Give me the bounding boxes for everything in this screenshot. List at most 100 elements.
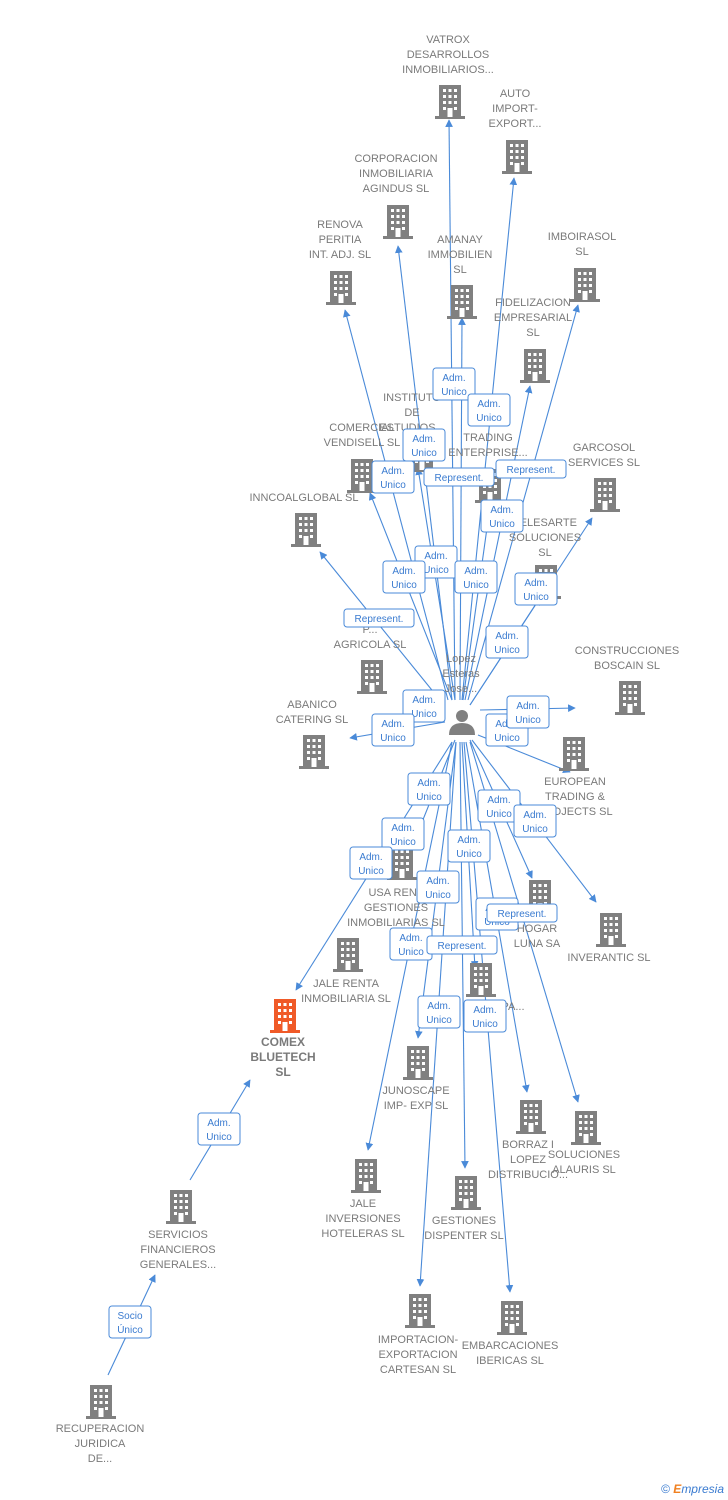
- badge-label: Adm.: [473, 1005, 496, 1016]
- company-node-comercial[interactable]: COMERCIAL VENDISELL SL: [324, 422, 401, 493]
- badge-label: Adm.: [359, 852, 382, 863]
- relation-badge[interactable]: Adm.Unico: [432, 367, 476, 401]
- relation-badge[interactable]: Adm.Unico: [514, 572, 558, 606]
- footer-brand: © Empresia: [661, 1482, 724, 1496]
- building-icon: [615, 681, 645, 715]
- relation-badge[interactable]: Represent.: [495, 459, 567, 479]
- company-label: INMOBILIARIAS SL: [347, 917, 445, 929]
- building-icon: [497, 1301, 527, 1335]
- building-icon: [590, 478, 620, 512]
- badge-label: Adm.: [392, 566, 415, 577]
- company-label: INVERSIONES: [325, 1213, 400, 1225]
- company-node-inncoalglobal[interactable]: INNCOALGLOBAL SL: [249, 492, 359, 547]
- company-label: SL: [453, 264, 466, 276]
- company-label: VENDISELL SL: [324, 437, 401, 449]
- relation-edge: [415, 467, 456, 701]
- relation-badge[interactable]: Represent.: [486, 903, 558, 923]
- person-node[interactable]: LopezEsterasJose...: [442, 653, 480, 735]
- badge-label: Unico: [206, 1132, 232, 1143]
- relation-badge[interactable]: Adm.Unico: [477, 789, 521, 823]
- badge-label: Unico: [411, 709, 437, 720]
- badge-label: Adm.: [442, 373, 465, 384]
- company-node-vatrox[interactable]: VATROXDESARROLLOSINMOBILIARIOS...: [402, 34, 494, 119]
- company-node-servicios[interactable]: SERVICIOSFINANCIEROSGENERALES...: [140, 1190, 216, 1271]
- relation-badge[interactable]: Adm.Unico: [389, 927, 433, 961]
- company-node-borraz[interactable]: BORRAZ ILOPEZDISTRIBUCIO...: [488, 1100, 568, 1181]
- relation-badge[interactable]: Adm.Unico: [513, 804, 557, 838]
- relation-badge[interactable]: Adm.Unico: [467, 393, 511, 427]
- relation-badge[interactable]: Represent.: [426, 935, 498, 955]
- company-label: IMPORTACION-: [378, 1334, 459, 1346]
- relation-badge[interactable]: Adm.Unico: [349, 846, 393, 880]
- company-label: COMEX: [261, 1035, 305, 1049]
- relation-badge[interactable]: Adm.Unico: [371, 713, 415, 747]
- company-node-pa[interactable]: PA...: [466, 963, 525, 1013]
- company-label: COMERCIAL: [329, 422, 394, 434]
- company-label: FINANCIEROS: [140, 1244, 215, 1256]
- company-label: INSTITUTO: [383, 392, 441, 404]
- relation-badge[interactable]: Adm.Unico: [480, 499, 524, 533]
- relation-badge[interactable]: Adm.Unico: [402, 428, 446, 462]
- relation-badge[interactable]: Adm.Unico: [463, 999, 507, 1033]
- relation-badge[interactable]: Adm.Unico: [454, 560, 498, 594]
- relation-badge[interactable]: Adm.Unico: [371, 460, 415, 494]
- relation-badge[interactable]: Adm.Unico: [197, 1112, 241, 1146]
- relation-badge[interactable]: Adm.Unico: [416, 870, 460, 904]
- relation-edge: [343, 309, 449, 701]
- company-label: DE...: [88, 1453, 112, 1465]
- company-node-auto[interactable]: AUTOIMPORT-EXPORT...: [489, 88, 542, 174]
- badge-label: Adm.: [381, 719, 404, 730]
- company-node-agricola[interactable]: P...AGRICOLA SL: [334, 624, 407, 694]
- company-label: INT. ADJ. SL: [309, 249, 371, 261]
- building-icon: [291, 513, 321, 547]
- relation-badge[interactable]: Adm.Unico: [407, 772, 451, 806]
- company-label: INMOBILIARIA: [359, 168, 434, 180]
- relation-badge[interactable]: Adm.Unico: [382, 560, 426, 594]
- relation-badge[interactable]: Represent.: [423, 467, 495, 487]
- building-icon: [166, 1190, 196, 1224]
- building-icon: [383, 205, 413, 239]
- company-node-recuperacion[interactable]: RECUPERACIONJURIDICADE...: [56, 1385, 145, 1465]
- company-label: SERVICES SL: [568, 457, 640, 469]
- building-icon: [333, 938, 363, 972]
- company-label: DISTRIBUCIO...: [488, 1169, 568, 1181]
- relation-badge[interactable]: Adm.Unico: [485, 625, 529, 659]
- relation-badge[interactable]: Adm.Unico: [447, 829, 491, 863]
- badge-label: Unico: [494, 645, 520, 656]
- company-label: CORPORACION: [354, 153, 437, 165]
- badge-label: Adm.: [477, 399, 500, 410]
- building-icon: [435, 85, 465, 119]
- badge-label: Unico: [425, 890, 451, 901]
- relation-badge[interactable]: Adm.Unico: [417, 995, 461, 1029]
- relation-badge[interactable]: Represent.: [343, 608, 415, 628]
- company-label: LUNA SA: [514, 938, 561, 950]
- relation-badge[interactable]: Adm.Unico: [402, 689, 446, 723]
- company-label: JURIDICA: [75, 1438, 126, 1450]
- company-node-inverantic[interactable]: INVERANTIC SL: [567, 913, 651, 964]
- company-label: JALE RENTA: [313, 978, 379, 990]
- relation-badge[interactable]: Adm.Unico: [381, 817, 425, 851]
- company-label: BLUETECH: [250, 1050, 315, 1064]
- relation-badge[interactable]: Adm.Unico: [506, 695, 550, 729]
